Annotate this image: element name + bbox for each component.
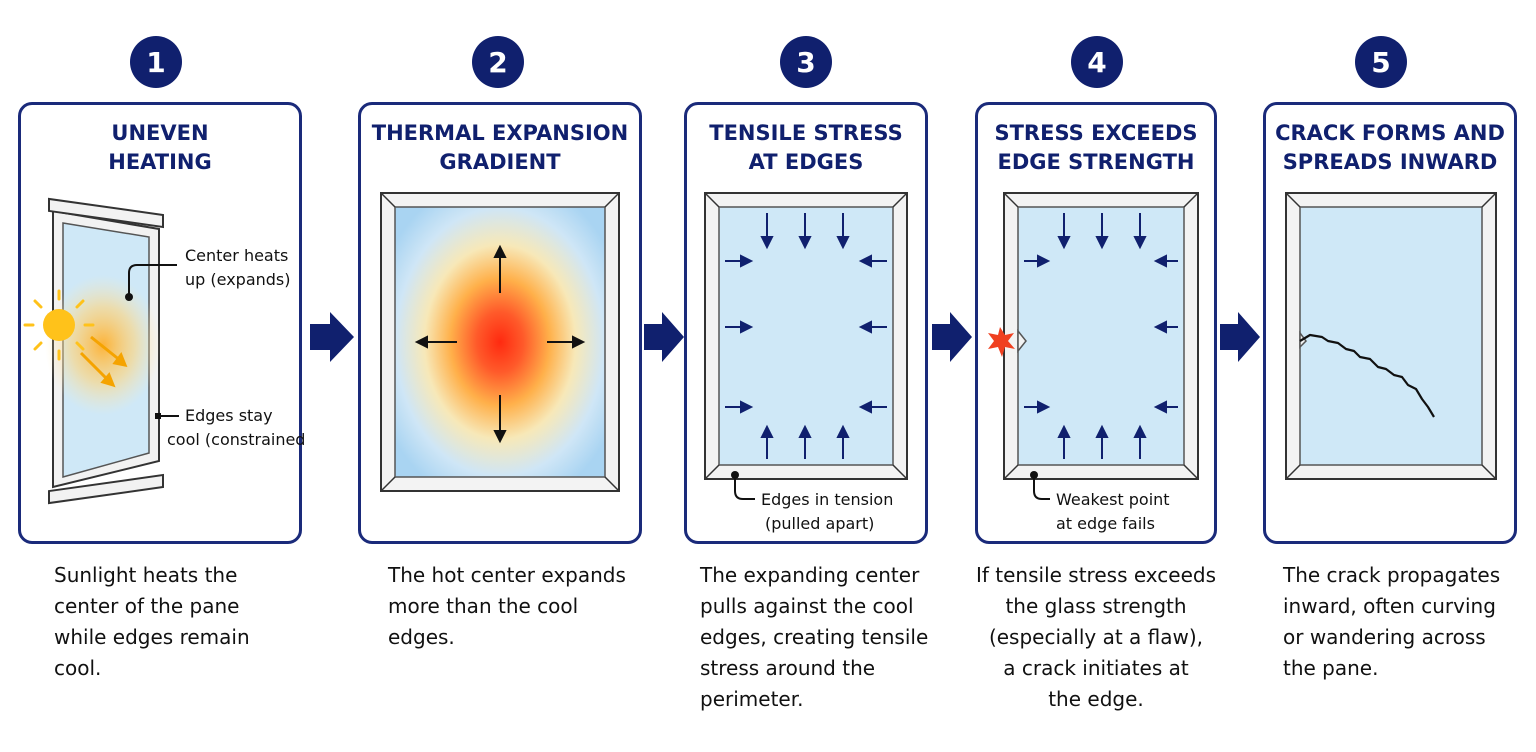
step-2-badge: 2 (472, 36, 524, 88)
callout-tension-line1: Edges in tension (761, 490, 893, 509)
stress-arrows-icon (725, 213, 887, 459)
tensile-stress-illustration: Edges in tension (pulled apart) (704, 192, 908, 533)
callout-weakest-line1: Weakest point (1056, 490, 1170, 509)
step-4-panel: STRESS EXCEEDS EDGE STRENGTH Wea (975, 102, 1217, 544)
edge-failure-illustration: Weakest point at edge fails (988, 192, 1199, 533)
step-4-badge: 4 (1071, 36, 1123, 88)
flow-arrow-icon (1220, 312, 1260, 362)
step-1-title: UNEVEN HEATING (108, 121, 212, 174)
expansion-arrows-icon (414, 244, 586, 444)
step-1-badge: 1 (130, 36, 182, 88)
sun-icon (23, 289, 128, 388)
flow-arrow-icon (932, 312, 972, 362)
callout-tension-line2: (pulled apart) (765, 514, 874, 533)
crack-spread-illustration (1285, 192, 1497, 480)
crack-initiation-icon (988, 327, 1015, 357)
callout-center-line1: Center heats (185, 246, 288, 265)
step-1-panel: UNEVEN HEATING (18, 102, 305, 544)
step-2-panel: THERMAL EXPANSION GRADIENT (358, 102, 642, 544)
flow-arrow-icon (310, 312, 354, 362)
step-5-title: CRACK FORMS AND SPREADS INWARD (1275, 121, 1505, 174)
step-2-caption: The hot center expands more than the coo… (388, 563, 626, 649)
stress-arrows-icon (1024, 213, 1178, 459)
expansion-gradient-illustration (380, 192, 620, 492)
callout-weakest-line2: at edge fails (1056, 514, 1155, 533)
step-4-title: STRESS EXCEEDS EDGE STRENGTH (994, 121, 1198, 174)
step-5-badge: 5 (1355, 36, 1407, 88)
step-3-caption: The expanding center pulls against the c… (700, 563, 929, 711)
step-3-panel: TENSILE STRESS AT EDGES (684, 102, 928, 544)
step-2-title: THERMAL EXPANSION GRADIENT (371, 121, 629, 174)
uneven-heating-illustration: Center heats up (expands) Edges stay coo… (23, 197, 305, 505)
flow-arrow-icon (644, 312, 684, 362)
step-4-caption: If tensile stress exceeds the glass stre… (975, 563, 1217, 711)
step-3-badge: 3 (780, 36, 832, 88)
step-5-panel: CRACK FORMS AND SPREADS INWARD (1263, 102, 1517, 544)
crack-line-icon (1299, 333, 1435, 418)
callout-edges-line1: Edges stay (185, 406, 273, 425)
callout-edges-line2: cool (constrained) (167, 430, 305, 449)
step-3-title: TENSILE STRESS AT EDGES (709, 121, 903, 174)
callout-center-line2: up (expands) (185, 270, 291, 289)
step-1-caption: Sunlight heats the center of the pane wh… (54, 563, 250, 680)
step-5-caption: The crack propagates inward, often curvi… (1283, 563, 1501, 680)
